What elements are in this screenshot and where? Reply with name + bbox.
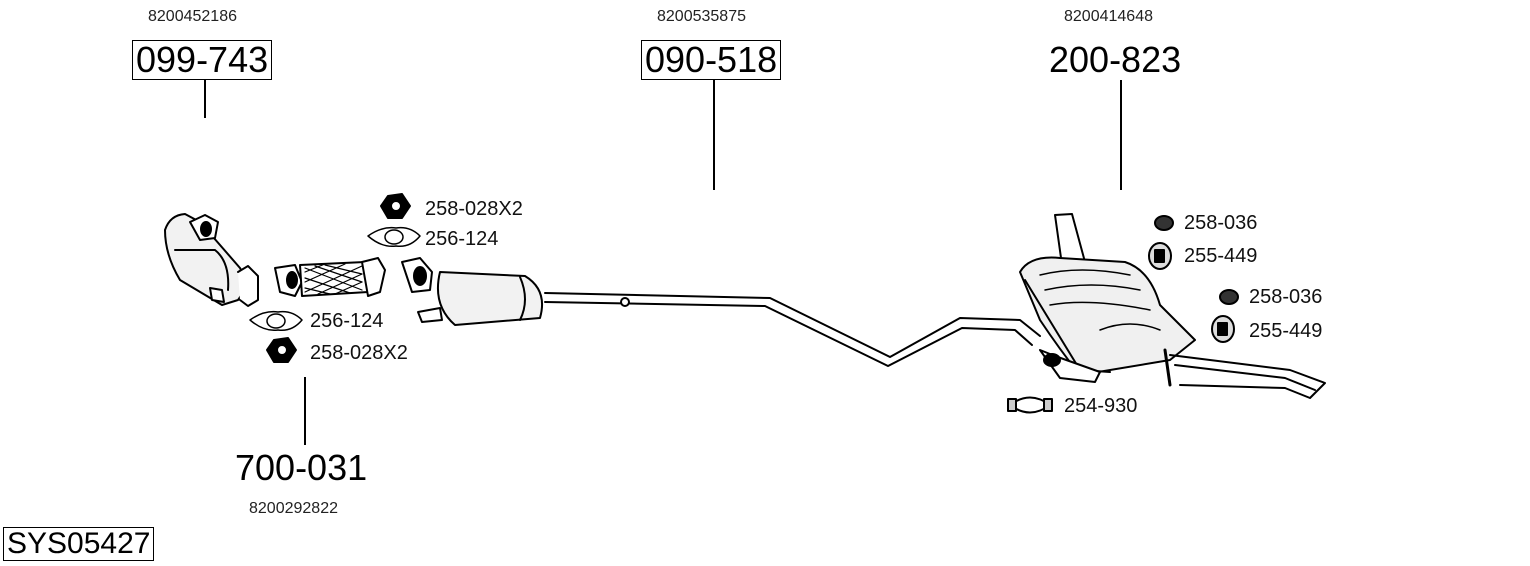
flex-pipe-icon — [274, 257, 386, 297]
oem-number-1: 8200452186 — [148, 8, 237, 25]
leader-line-700-031 — [304, 377, 306, 445]
label-gasket-front-top[interactable]: 256-124 — [425, 228, 499, 250]
oem-number-4: 8200292822 — [249, 500, 338, 517]
label-clamp-rear[interactable]: 254-930 — [1064, 395, 1138, 417]
part-number-700-031[interactable]: 700-031 — [235, 447, 368, 488]
label-hanger-rear-1[interactable]: 255-449 — [1184, 245, 1258, 267]
rubber-hanger-icon-2 — [1211, 315, 1235, 343]
label-nut-front-top[interactable]: 258-028X2 — [425, 198, 523, 220]
rear-silencer-icon — [1019, 213, 1326, 399]
catalytic-converter-icon — [164, 213, 259, 307]
oem-number-2: 8200535875 — [657, 8, 746, 25]
clamp-icon — [1007, 396, 1053, 414]
leader-line-090-518 — [713, 80, 715, 190]
flange-nut-icon-1 — [1154, 215, 1174, 231]
label-gasket-front-bottom[interactable]: 256-124 — [310, 310, 384, 332]
label-nut-rear-2[interactable]: 258-036 — [1249, 286, 1323, 308]
label-hanger-rear-2[interactable]: 255-449 — [1249, 320, 1323, 342]
gasket-icon-top — [367, 226, 421, 248]
system-code-badge: SYS05427 — [3, 527, 155, 561]
part-number-099-743[interactable]: 099-743 — [132, 40, 273, 80]
hex-nut-icon-bottom — [266, 337, 297, 363]
hex-nut-icon-top — [380, 193, 411, 219]
flange-nut-icon-2 — [1219, 289, 1239, 305]
leader-line-200-823 — [1120, 80, 1122, 190]
part-number-090-518[interactable]: 090-518 — [641, 40, 782, 80]
label-nut-front-bottom[interactable]: 258-028X2 — [310, 342, 408, 364]
rubber-hanger-icon-1 — [1148, 242, 1172, 270]
leader-line-099-743 — [204, 80, 206, 118]
oem-number-3: 8200414648 — [1064, 8, 1153, 25]
gasket-icon-bottom — [249, 310, 303, 332]
part-number-200-823[interactable]: 200-823 — [1049, 39, 1182, 80]
diesel-particulate-filter-icon — [401, 257, 1041, 367]
label-nut-rear-1[interactable]: 258-036 — [1184, 212, 1258, 234]
